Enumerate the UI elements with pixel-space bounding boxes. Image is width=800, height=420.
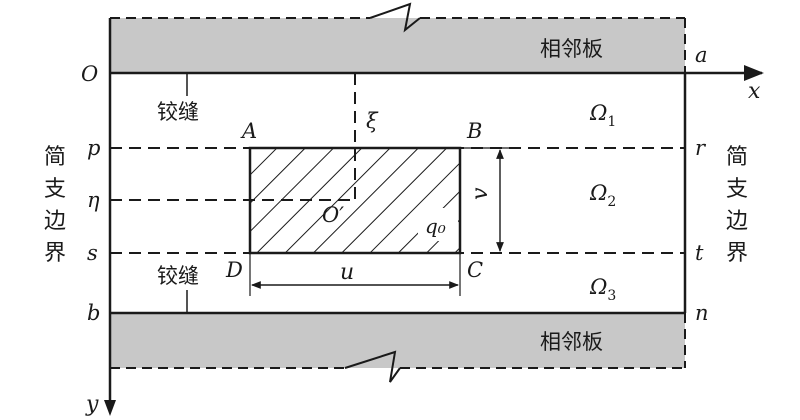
y-axis-label: y: [85, 392, 99, 417]
support-left-char-4: 界: [44, 241, 66, 266]
corner-a: A: [240, 119, 257, 143]
y-axis-arrow: [104, 400, 116, 416]
break-symbol-top: [369, 2, 421, 33]
adjacent-plate-bottom: [110, 313, 685, 368]
mark-a: a: [695, 43, 708, 67]
hinge-label-bottom: 铰缝: [157, 264, 199, 288]
dim-u-label: u: [340, 260, 354, 285]
load-value-label: q₀: [425, 214, 446, 238]
mark-n: n: [695, 301, 709, 325]
plate-borders: [110, 17, 686, 369]
support-right-char-2: 支: [726, 177, 748, 202]
corner-d: D: [225, 258, 243, 282]
region-omega-2: Ω2: [589, 181, 616, 210]
region-omega-1: Ω1: [589, 101, 616, 130]
mark-s: s: [87, 241, 98, 265]
corner-b: B: [466, 119, 482, 143]
support-left-char-2: 支: [44, 177, 66, 202]
x-axis-label: x: [748, 79, 761, 104]
support-left-char-1: 简: [44, 145, 66, 170]
adjacent-plate-top: [110, 18, 685, 73]
mark-p: p: [87, 136, 100, 160]
adjacent-plate-top-label: 相邻板: [540, 37, 603, 61]
break-symbol-bottom: [344, 350, 401, 383]
mark-t: t: [695, 241, 704, 265]
q0-label-bg: [418, 208, 458, 241]
mark-eta: η: [87, 188, 100, 212]
region-omega-3: Ω3: [589, 275, 616, 304]
load-center-label: O′: [322, 203, 344, 227]
corner-c: C: [467, 258, 483, 282]
mark-b: b: [87, 301, 100, 325]
mark-r: r: [695, 136, 707, 160]
xi-label: ξ: [366, 109, 379, 133]
support-left-char-3: 边: [44, 209, 66, 234]
support-right-char-3: 边: [726, 209, 748, 234]
support-right-char-1: 简: [726, 145, 748, 170]
support-right-char-4: 界: [726, 241, 748, 266]
adjacent-plate-bottom-label: 相邻板: [540, 330, 603, 354]
hinge-label-top: 铰缝: [157, 100, 199, 124]
origin-label: O: [81, 62, 98, 86]
dim-v-label: v: [468, 187, 493, 200]
